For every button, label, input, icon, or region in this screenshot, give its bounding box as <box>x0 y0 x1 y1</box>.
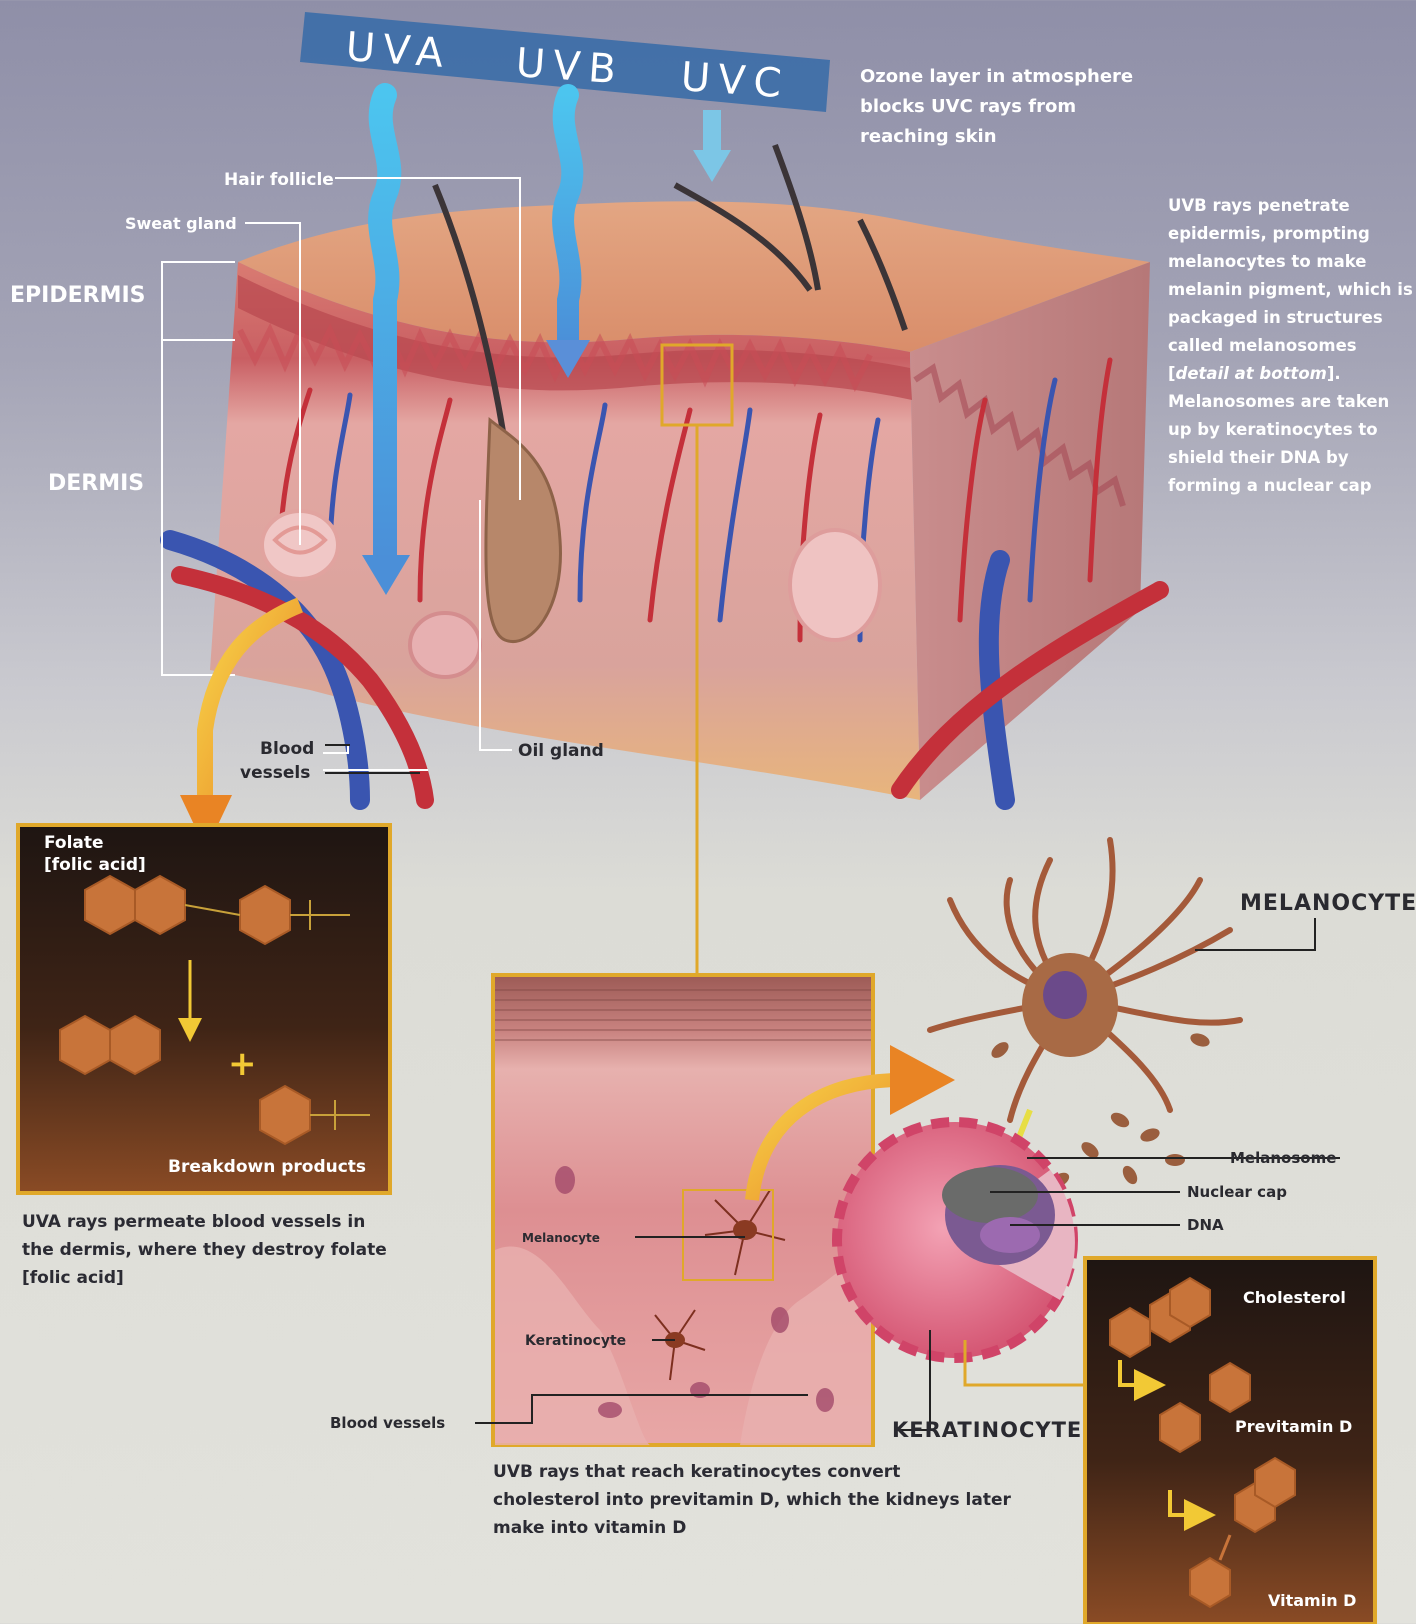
folate-title-line2: [folic acid] <box>44 855 146 875</box>
previtamin-label: Previtamin D <box>1235 1417 1352 1436</box>
blood-vessels-label-line2: vessels <box>240 763 310 783</box>
detail-blood-vessels-label: Blood vessels <box>330 1414 445 1432</box>
uvc-label: UVC <box>679 54 791 107</box>
nuclear-cap-label: Nuclear cap <box>1187 1183 1287 1201</box>
epidermis-label: EPIDERMIS <box>10 283 146 308</box>
blood-vessels-label-line1: Blood <box>260 739 314 759</box>
uvb-caption: UVB rays that reach keratinocytes conver… <box>493 1458 1013 1542</box>
uva-label: UVA <box>344 24 452 77</box>
breakdown-products-label: Breakdown products <box>168 1157 366 1177</box>
dermis-label: DERMIS <box>48 471 144 496</box>
melanocyte-label: MELANOCYTE <box>1240 891 1416 916</box>
uvb-note-after: ]. Melanosomes are taken up by keratinoc… <box>1168 364 1389 495</box>
uvb-note: UVB rays penetrate epidermis, prompting … <box>1168 192 1416 500</box>
uva-caption: UVA rays permeate blood vessels in the d… <box>22 1208 402 1292</box>
uvb-note-italic: detail at bottom <box>1176 364 1327 383</box>
ozone-note: Ozone layer in atmosphere blocks UVC ray… <box>860 62 1170 152</box>
uvb-note-before: UVB rays penetrate epidermis, prompting … <box>1168 196 1413 383</box>
skin-cross-section <box>170 145 1160 800</box>
dna-label: DNA <box>1187 1216 1224 1234</box>
svg-text:+: + <box>228 1044 257 1084</box>
epidermis-detail-panel: Melanocyte Keratinocyte <box>475 975 873 1445</box>
folate-box: Folate [folic acid] + Breakdown products <box>18 825 390 1193</box>
cholesterol-label: Cholesterol <box>1243 1288 1346 1307</box>
hair-follicle-label: Hair follicle <box>224 170 334 190</box>
sweat-gland-label: Sweat gland <box>125 214 237 233</box>
vitamin-d-box: Cholesterol Previtamin D Vitamin D <box>1085 1258 1375 1624</box>
melanosome-label: Melanosome <box>1230 1149 1336 1167</box>
detail-keratinocyte-label: Keratinocyte <box>525 1333 626 1349</box>
detail-melanocyte-label: Melanocyte <box>522 1231 600 1245</box>
vitamin-d-label: Vitamin D <box>1268 1591 1356 1610</box>
oil-gland-label: Oil gland <box>518 741 604 761</box>
keratinocyte-label: KERATINOCYTE <box>892 1418 1082 1442</box>
folate-title-line1: Folate <box>44 833 104 853</box>
